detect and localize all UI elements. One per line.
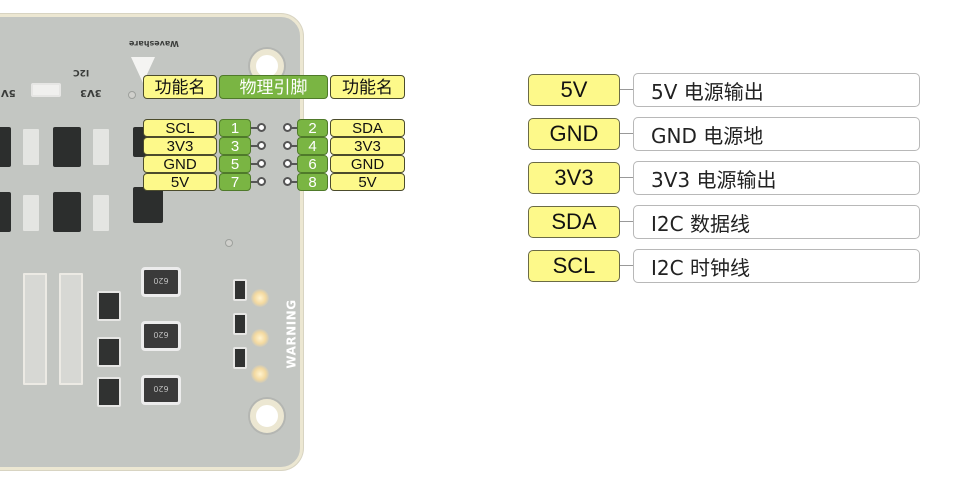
silk-i2c-label: I2C <box>73 67 90 77</box>
capacitor: 620 <box>141 321 181 351</box>
waveshare-logo-text: Waveshare <box>129 39 179 48</box>
ic-chip <box>133 187 163 223</box>
resistor-array <box>23 273 47 385</box>
pin-wire <box>251 181 259 183</box>
mounting-hole-bottom <box>250 399 284 433</box>
pin-wire <box>290 145 298 147</box>
pin-function-right: 5V <box>330 173 405 191</box>
via <box>225 239 233 247</box>
pin-number-left: 7 <box>219 173 251 191</box>
pin-wire <box>290 127 298 129</box>
pin-wire <box>290 181 298 183</box>
pin-function-right: 3V3 <box>330 137 405 155</box>
via <box>128 91 136 99</box>
legend-row-5v: 5V 5V 电源输出 <box>528 73 920 107</box>
pin-dot <box>257 123 266 132</box>
led-component <box>233 313 247 335</box>
legend-key: SDA <box>528 206 620 238</box>
capacitor: 620 <box>141 267 181 297</box>
pin-wire <box>251 127 259 129</box>
legend-description: I2C 数据线 <box>633 205 920 239</box>
pin-number-right: 8 <box>297 173 328 191</box>
legend-connector <box>620 265 634 266</box>
legend-description: 3V3 电源输出 <box>633 161 920 195</box>
pin-number-right: 6 <box>297 155 328 173</box>
pin-number-left: 1 <box>219 119 251 137</box>
smd-part <box>97 337 121 367</box>
smd-part <box>97 377 121 407</box>
legend-connector <box>620 221 634 222</box>
pin-wire <box>251 163 259 165</box>
legend-connector <box>620 177 634 178</box>
pin-function-left: GND <box>143 155 217 173</box>
pin-function-right: GND <box>330 155 405 173</box>
capacitor: 620 <box>141 375 181 405</box>
warning-silk-label: WARNING <box>284 299 299 369</box>
resistor-pad <box>93 195 109 231</box>
led-glow <box>251 365 269 383</box>
led-component <box>233 347 247 369</box>
legend-key: 5V <box>528 74 620 106</box>
resistor-pad <box>23 129 39 165</box>
legend-connector <box>620 133 634 134</box>
header-right-function: 功能名 <box>330 75 405 99</box>
header-left-function: 功能名 <box>143 75 217 99</box>
led-glow <box>251 329 269 347</box>
jumper-pad <box>31 83 61 97</box>
pin-number-right: 2 <box>297 119 328 137</box>
pin-dot <box>257 141 266 150</box>
pin-dot <box>257 159 266 168</box>
legend-row-gnd: GND GND 电源地 <box>528 117 920 151</box>
silk-3v3-label: 3V3 <box>80 87 102 98</box>
legend-connector <box>620 89 634 90</box>
ic-chip <box>53 192 81 232</box>
led-component <box>233 279 247 301</box>
pin-number-right: 4 <box>297 137 328 155</box>
ic-chip <box>0 192 11 232</box>
pin-number-left: 5 <box>219 155 251 173</box>
legend-key: 3V3 <box>528 162 620 194</box>
legend-row-3v3: 3V3 3V3 电源输出 <box>528 161 920 195</box>
pin-function-right: SDA <box>330 119 405 137</box>
silk-5v-label: 5V <box>1 87 16 98</box>
pin-function-left: 5V <box>143 173 217 191</box>
ic-chip <box>0 127 11 167</box>
resistor-pad <box>93 129 109 165</box>
smd-part <box>97 291 121 321</box>
pin-function-left: SCL <box>143 119 217 137</box>
pin-wire <box>251 145 259 147</box>
ic-chip <box>53 127 81 167</box>
header-physical-pin: 物理引脚 <box>219 75 328 99</box>
legend-key: GND <box>528 118 620 150</box>
led-glow <box>251 289 269 307</box>
pin-number-left: 3 <box>219 137 251 155</box>
pin-wire <box>290 163 298 165</box>
legend-row-scl: SCL I2C 时钟线 <box>528 249 920 283</box>
legend-description: 5V 电源输出 <box>633 73 920 107</box>
legend-key: SCL <box>528 250 620 282</box>
pin-function-left: 3V3 <box>143 137 217 155</box>
legend-description: GND 电源地 <box>633 117 920 151</box>
resistor-array <box>59 273 83 385</box>
resistor-pad <box>23 195 39 231</box>
legend-row-sda: SDA I2C 数据线 <box>528 205 920 239</box>
pin-dot <box>257 177 266 186</box>
legend-description: I2C 时钟线 <box>633 249 920 283</box>
